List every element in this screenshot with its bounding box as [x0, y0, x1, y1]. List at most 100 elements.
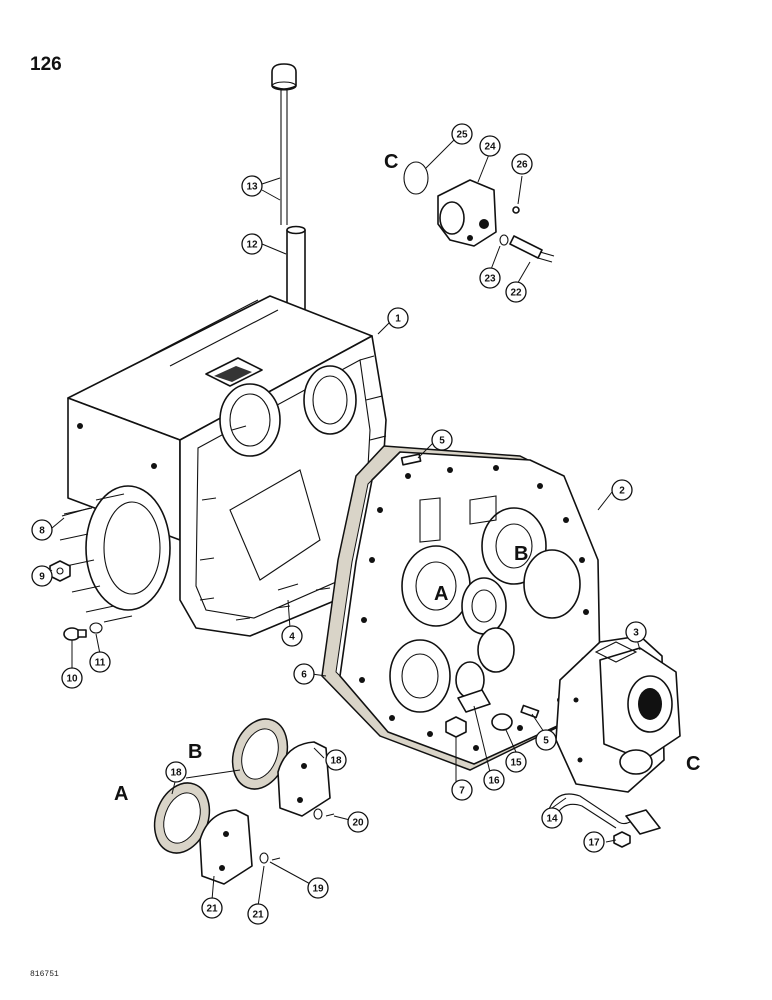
callout-number: 19 [312, 884, 324, 895]
callout-number: 3 [633, 628, 639, 639]
ref-letter-c-right: C [686, 753, 700, 775]
callout-number: 11 [95, 658, 106, 669]
stud-long [61, 507, 91, 517]
callout-number: 8 [39, 526, 45, 537]
dipstick [271, 63, 297, 225]
valve-body [403, 161, 555, 263]
callout-circle [431, 429, 453, 451]
callout-number: 1 [395, 314, 401, 325]
callout-12: 12 [241, 233, 263, 255]
callout-number: 13 [246, 182, 258, 193]
nut-7 [445, 716, 467, 738]
leader-lines [45, 139, 641, 907]
callout-number: 7 [459, 786, 465, 797]
callout-number: 10 [66, 674, 78, 685]
callout-circle [31, 519, 53, 541]
callout-circle [583, 831, 605, 853]
washers-and-screws [259, 808, 335, 864]
callout-5: 5 [535, 729, 557, 751]
callout-circle [201, 897, 223, 919]
dowel-pin-lower [520, 704, 540, 719]
callout-2: 2 [611, 479, 633, 501]
callout-13: 13 [241, 175, 263, 197]
callout-19: 19 [307, 877, 329, 899]
callout-circle [241, 175, 263, 197]
callout-circle [31, 565, 53, 587]
callout-circle [505, 281, 527, 303]
callout-4: 4 [281, 625, 303, 647]
callout-number: 9 [39, 572, 45, 583]
callout-25: 25 [451, 123, 473, 145]
callout-circle [451, 779, 473, 801]
callout-6: 6 [293, 663, 315, 685]
ref-letter-a-plate: A [434, 583, 448, 605]
callout-26: 26 [511, 153, 533, 175]
callout-number: 25 [456, 130, 468, 141]
cover-plate [339, 451, 601, 765]
callout-circle [293, 663, 315, 685]
callout-11: 11 [89, 651, 111, 673]
dowel-pin-upper [400, 453, 422, 466]
callout-9: 9 [31, 565, 53, 587]
cap-18-lower [199, 809, 253, 885]
seal-b [231, 718, 289, 790]
callout-number: 20 [352, 818, 364, 829]
callout-circle [535, 729, 557, 751]
callout-circle [479, 267, 501, 289]
callout-18: 18 [165, 761, 187, 783]
callout-number: 23 [484, 274, 496, 285]
callout-15: 15 [505, 751, 527, 773]
callout-circle [451, 123, 473, 145]
callout-number: 18 [330, 756, 342, 767]
callout-circle [241, 233, 263, 255]
ref-letter-b-left: B [188, 741, 202, 763]
page-number: 126 [30, 54, 62, 75]
cap-18-upper [277, 741, 331, 817]
callout-circle [479, 135, 501, 157]
ref-letter-b-plate: B [514, 543, 528, 565]
callout-21: 21 [201, 897, 223, 919]
nut-9 [49, 560, 71, 582]
callout-circle [247, 903, 269, 925]
callout-number: 12 [246, 240, 258, 251]
callout-circle [511, 153, 533, 175]
callout-number: 6 [301, 670, 307, 681]
callout-circle [387, 307, 409, 329]
stud [277, 583, 299, 591]
ref-letter-a-left: A [114, 783, 128, 805]
callout-number: 5 [439, 436, 445, 447]
callout-18: 18 [325, 749, 347, 771]
callout-number: 16 [488, 776, 500, 787]
callout-20: 20 [347, 811, 369, 833]
callout-number: 15 [510, 758, 522, 769]
callout-5: 5 [431, 429, 453, 451]
callout-21: 21 [247, 903, 269, 925]
callout-8: 8 [31, 519, 53, 541]
callout-circle [307, 877, 329, 899]
callout-number: 18 [170, 768, 182, 779]
callout-14: 14 [541, 807, 563, 829]
callout-circle [625, 621, 647, 643]
callout-circle [505, 751, 527, 773]
callout-24: 24 [479, 135, 501, 157]
callout-circle [165, 761, 187, 783]
seal-a [153, 782, 211, 854]
callout-circle [281, 625, 303, 647]
figure-code: 816751 [30, 970, 59, 979]
callout-22: 22 [505, 281, 527, 303]
callout-16: 16 [483, 769, 505, 791]
oil-tube [547, 793, 661, 835]
callout-circle [611, 479, 633, 501]
callout-circle [61, 667, 83, 689]
plug-15 [491, 713, 513, 731]
callout-number: 26 [516, 160, 528, 171]
callout-17: 17 [583, 831, 605, 853]
callout-number: 2 [619, 486, 625, 497]
pump-housing [555, 635, 681, 793]
callout-circle [89, 651, 111, 673]
transmission-housing [59, 295, 387, 637]
callout-circle [325, 749, 347, 771]
callout-number: 14 [546, 814, 558, 825]
callout-1: 1 [387, 307, 409, 329]
